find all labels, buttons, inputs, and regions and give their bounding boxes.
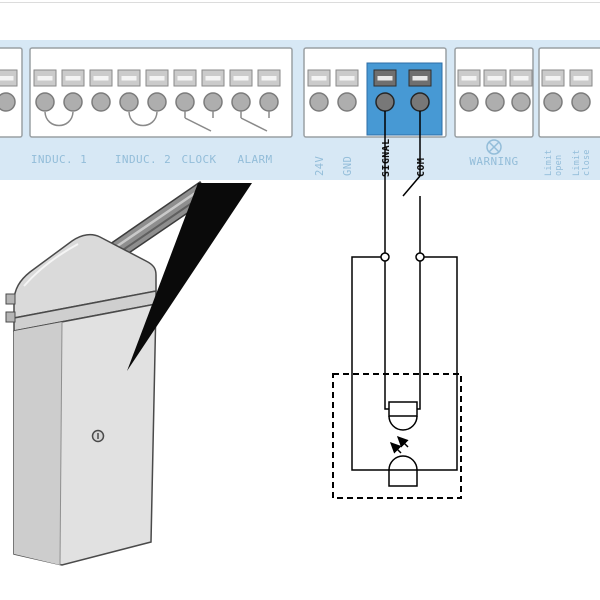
terminal-group-left-edge bbox=[0, 47, 23, 138]
junction-node bbox=[380, 252, 390, 262]
switch-contact-icon bbox=[184, 111, 214, 132]
label-warning: WARNING bbox=[469, 155, 518, 168]
contact-switch-blade bbox=[402, 175, 421, 197]
photocell-emitter bbox=[388, 435, 418, 487]
cabinet-hood-highlight bbox=[23, 243, 79, 287]
signal-wire bbox=[384, 261, 389, 410]
label-alarm: ALARM bbox=[237, 153, 272, 166]
label-signal: SIGNAL bbox=[381, 138, 392, 177]
highlight-labels: SIGNAL COM bbox=[381, 138, 427, 177]
emission-arrow bbox=[389, 441, 402, 454]
photocell-receiver bbox=[388, 401, 418, 431]
barrier-operator-illustration bbox=[5, 180, 213, 566]
label-induc2: INDUC. 2 bbox=[115, 153, 171, 166]
terminal-group-inputs bbox=[29, 47, 293, 138]
junction-node bbox=[415, 252, 425, 262]
label-limit-close-2: close bbox=[582, 149, 592, 176]
cabinet-left-face bbox=[14, 322, 62, 565]
warning-lamp-icon bbox=[486, 139, 502, 155]
label-gnd: GND bbox=[342, 156, 354, 176]
com-wire bbox=[417, 261, 421, 410]
terminal-group-power-signal bbox=[303, 47, 447, 138]
loop-jumper-icon bbox=[128, 111, 158, 127]
label-induc1: INDUC. 1 bbox=[31, 153, 87, 166]
label-limit-close-1: Limit bbox=[572, 149, 582, 176]
cabinet-hinge bbox=[5, 293, 16, 305]
loop-wire-left bbox=[351, 256, 389, 471]
label-limit-open-2: open bbox=[554, 155, 564, 176]
switch-contact-icon bbox=[240, 111, 270, 132]
label-com: COM bbox=[416, 158, 427, 177]
photocell-wiring-schematic bbox=[332, 111, 462, 499]
label-clock: CLOCK bbox=[181, 153, 216, 166]
label-24v: 24V bbox=[314, 156, 326, 176]
cabinet-corner-edge bbox=[59, 321, 63, 566]
terminal-group-warning bbox=[454, 47, 534, 138]
photocell-boundary-box bbox=[332, 373, 462, 499]
emission-arrow bbox=[396, 435, 409, 448]
terminal-labels: INDUC. 1 INDUC. 2 CLOCK ALARM 24V GND WA… bbox=[31, 149, 592, 176]
callout-triangle bbox=[127, 183, 252, 371]
label-limit-open-1: Limit bbox=[544, 149, 554, 176]
cabinet-lock bbox=[91, 429, 105, 443]
loop-wire-right bbox=[417, 256, 458, 471]
terminal-group-limits bbox=[538, 47, 600, 138]
loop-jumper-icon bbox=[44, 111, 74, 127]
cabinet-hinge bbox=[5, 311, 16, 323]
